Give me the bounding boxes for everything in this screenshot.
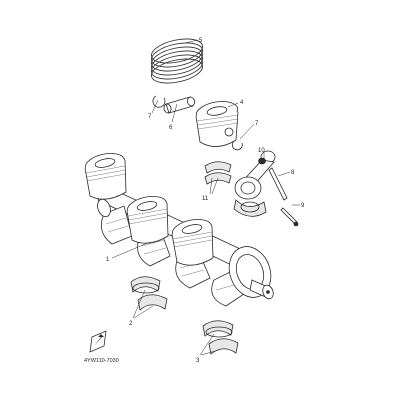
callout-6: 6 xyxy=(169,125,173,131)
callout-5: 5 xyxy=(199,38,203,44)
main-bearing-2b xyxy=(137,294,168,311)
rod-small-end-bush xyxy=(258,157,266,165)
callout-8: 8 xyxy=(291,170,295,176)
callout-7-right: 7 xyxy=(255,121,259,127)
rod-bolt xyxy=(268,167,299,227)
crank-left-end xyxy=(97,198,111,218)
callout-2: 2 xyxy=(129,321,133,327)
callout-3: 3 xyxy=(196,358,200,364)
callout-11: 11 xyxy=(202,196,209,202)
connecting-rod xyxy=(233,150,276,217)
piston-single xyxy=(195,101,239,147)
diagram-code: 4YW110-7030 xyxy=(84,358,119,364)
piston-rings xyxy=(151,38,203,84)
main-bearing-2a xyxy=(130,276,161,294)
leader-lines xyxy=(111,39,300,356)
circlip-left xyxy=(152,95,166,108)
callout-7-left: 7 xyxy=(148,114,152,120)
main-bearing-3a xyxy=(202,320,234,338)
big-end-bearing-upper xyxy=(204,161,232,185)
piston-on-crank-1 xyxy=(84,152,127,200)
front-arrow-icon xyxy=(89,330,107,353)
callout-1: 1 xyxy=(106,257,110,263)
callout-10: 10 xyxy=(258,148,265,154)
callout-4: 4 xyxy=(240,100,244,106)
piston-on-crank-3 xyxy=(171,218,214,266)
piston-on-crank-2 xyxy=(126,195,169,244)
callout-9: 9 xyxy=(301,203,305,209)
crank-output-end xyxy=(228,246,274,300)
piston-pin xyxy=(163,96,195,114)
